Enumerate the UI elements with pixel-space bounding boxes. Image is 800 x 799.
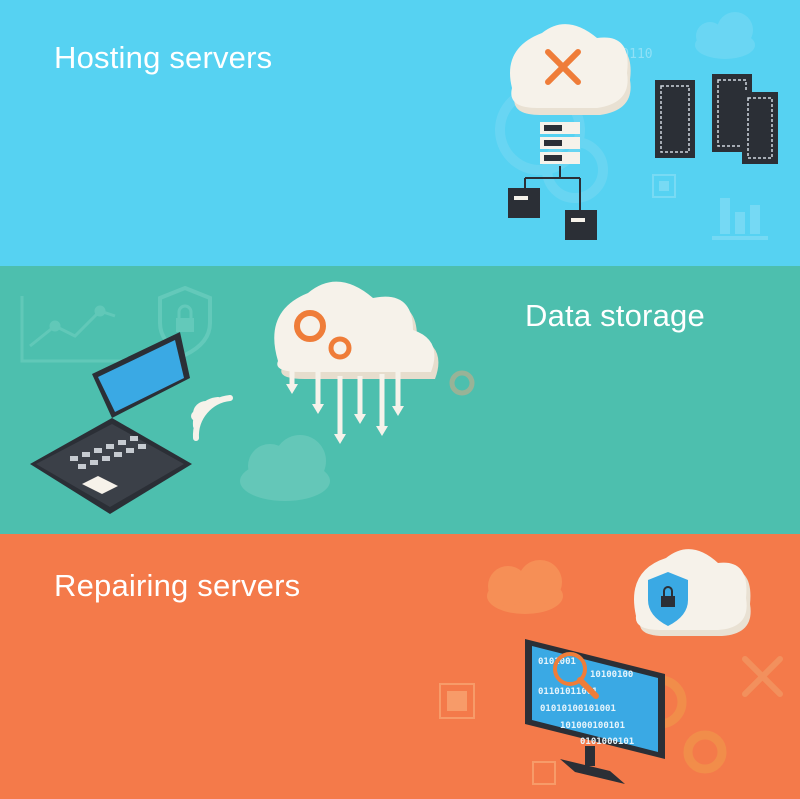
gear-icon <box>449 370 475 396</box>
chip-icon <box>652 174 676 198</box>
cloud-icon <box>487 560 563 614</box>
cloud-icon <box>695 12 755 59</box>
chip-icon <box>439 683 556 785</box>
binary-row: 0101000101 <box>580 737 634 747</box>
repairing-servers-banner: Repairing servers <box>0 534 800 799</box>
binary-row: 101000100101 <box>560 721 625 731</box>
bar-chart-icon <box>712 198 768 240</box>
wrench-icon <box>742 656 783 697</box>
hosting-servers-banner: Hosting servers 01100110 <box>0 0 800 266</box>
data-storage-banner: Data storage <box>0 266 800 534</box>
binary-row: 10100100 <box>590 670 633 680</box>
cloud-wrench-icon <box>510 24 631 115</box>
storage-illustration <box>20 281 475 514</box>
cloud-gears-upload-icon <box>274 281 439 444</box>
wifi-icon <box>192 395 233 441</box>
gear-icon <box>328 336 352 360</box>
laptop-icon <box>30 332 192 514</box>
repairing-servers-title: Repairing servers <box>54 568 301 603</box>
cloud-shield-icon <box>634 549 751 636</box>
hosting-illustration: 01100110 <box>495 12 778 240</box>
monitor-binary-icon: 0101001 10100100 01101011001 01010100101… <box>525 639 665 784</box>
wifi-dot <box>191 411 201 421</box>
gear-icon <box>294 310 326 342</box>
repair-illustration: 0101001 10100100 01101011001 01010100101… <box>439 549 783 785</box>
server-rack-icon <box>655 74 778 164</box>
binary-row: 01010100101001 <box>540 704 616 714</box>
small-server-icon <box>508 188 597 240</box>
cloud-icon <box>240 435 330 501</box>
data-storage-title: Data storage <box>525 298 705 333</box>
hosting-servers-title: Hosting servers <box>54 40 273 75</box>
binary-row: 01101011001 <box>538 687 598 697</box>
line-chart-icon <box>20 296 122 363</box>
server-stack-icon <box>540 122 580 164</box>
network-tree-icon <box>524 166 581 210</box>
magnifier-icon <box>553 652 599 699</box>
